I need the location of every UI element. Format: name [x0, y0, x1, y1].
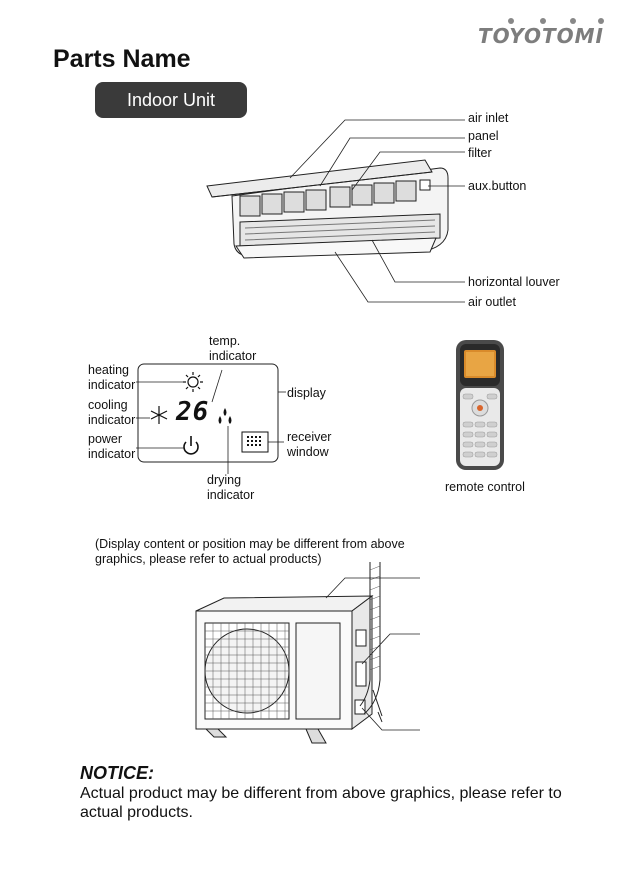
label-air-inlet: air inlet: [468, 111, 509, 125]
label-aux-button: aux.button: [468, 179, 527, 193]
temperature-reading: 26: [176, 397, 210, 427]
label-horizontal-louver: horizontal louver: [468, 275, 560, 289]
brand-logo: TOYOTOMI: [478, 18, 604, 48]
section-label: Indoor Unit: [95, 82, 247, 118]
label-air-outlet: air outlet: [468, 295, 516, 309]
disclaimer-text: (Display content or position may be diff…: [95, 537, 405, 566]
logo-dots: [478, 18, 604, 26]
drops-icon: [218, 408, 232, 424]
power-icon: [183, 436, 199, 455]
page-title: Parts Name: [53, 45, 191, 73]
remote-control-image: [456, 340, 504, 470]
notice-body: Actual product may be different from abo…: [80, 785, 562, 821]
notice-title: NOTICE:: [80, 763, 154, 783]
label-filter: filter: [468, 146, 492, 160]
label-remote-control: remote control: [445, 480, 525, 494]
logo-text: TOYOTOMI: [478, 24, 604, 48]
label-temp-indicator: temp.indicator: [209, 334, 257, 363]
snowflake-icon: [150, 406, 168, 424]
label-panel: panel: [468, 129, 499, 143]
label-display: display: [287, 386, 326, 400]
